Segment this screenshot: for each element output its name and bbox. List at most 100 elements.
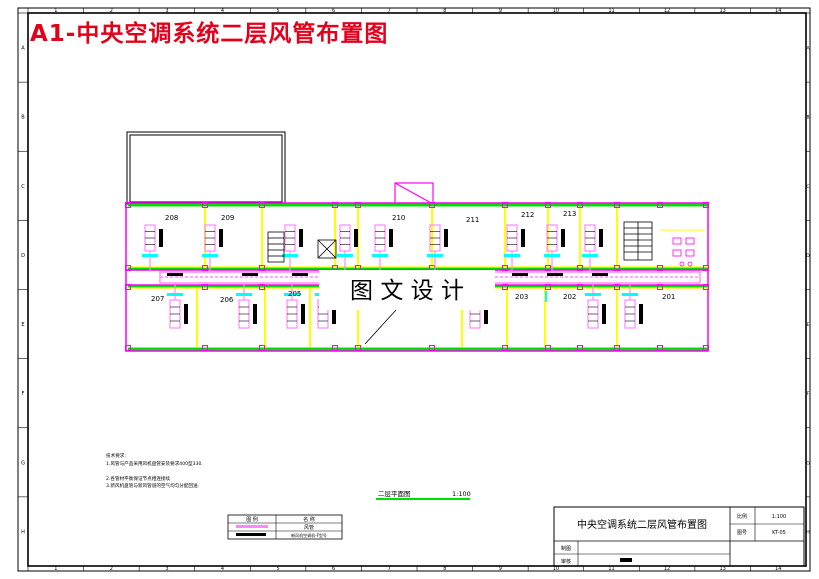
legend-header-name: 名 称 <box>303 516 315 523</box>
ruler-bottom-label: 10 <box>553 566 559 572</box>
fan-coil-unit <box>372 224 393 272</box>
ruler-bottom-label: 2 <box>110 566 113 572</box>
drawing-title: A1-中央空调系统二层风管布置图 <box>30 21 389 47</box>
ruler-bottom-label: 3 <box>165 566 168 572</box>
ruler-left-label: G <box>21 460 25 466</box>
legend-row2-name: 新风机空调机-F型号 <box>291 532 327 538</box>
ruler-top-label: 8 <box>443 8 446 14</box>
ruler-right-label: A <box>806 46 810 52</box>
ruler-bottom-label: 6 <box>332 566 335 572</box>
ruler-bottom-label: 8 <box>443 566 446 572</box>
fan-coil-unit <box>142 224 163 272</box>
ruler-top-label: 3 <box>165 8 168 14</box>
fan-coil-unit <box>236 283 257 329</box>
supply-grille <box>592 273 608 276</box>
ruler-left-label: C <box>21 184 25 190</box>
ruler-right-label: E <box>807 322 810 328</box>
legend-table: 图 例 名 称 风管 新风机空调机-F型号 <box>227 514 343 540</box>
notes-line-2: 2.各管材平衡保证节点相连接续 <box>106 475 171 482</box>
ruler-left: A B C D E F G H <box>18 12 28 535</box>
fan-coil-unit <box>582 224 603 272</box>
notes-heading: 技术要求: <box>106 452 126 459</box>
plan-scale: 1:100 <box>452 490 471 498</box>
fan-coil-unit <box>284 283 305 329</box>
legend-header-symbol: 图 例 <box>246 516 258 523</box>
title-block-checked-label: 审核 <box>561 558 571 565</box>
title-block-number-value: KT-05 <box>772 530 786 536</box>
supply-grille <box>242 273 258 276</box>
ruler-left-label: D <box>21 253 25 259</box>
ruler-right-label: B <box>806 115 809 121</box>
watermark: 图 文 设 计 <box>319 270 495 345</box>
fan-coil-unit <box>282 224 303 272</box>
stairwell-left <box>267 231 285 263</box>
ruler-right-label: C <box>806 184 809 190</box>
watermark-text: 图 文 设 计 <box>350 278 464 304</box>
room-205: 205 <box>288 290 301 298</box>
room-207: 207 <box>151 295 164 303</box>
ruler-top-label: 9 <box>499 8 502 14</box>
ruler-bottom-label: 14 <box>775 566 781 572</box>
room-209: 209 <box>221 214 234 222</box>
ruler-left-label: H <box>21 529 25 535</box>
restroom-fixtures <box>672 237 695 267</box>
ruler-top-label: 6 <box>332 8 335 14</box>
ruler-top-label: 7 <box>388 8 391 14</box>
ruler-top-label: 13 <box>719 8 725 14</box>
ruler-bottom-label: 5 <box>276 566 279 572</box>
ruler-top-label: 14 <box>775 8 781 14</box>
legend-row1-name: 风管 <box>304 524 314 531</box>
plan-caption: 二层平面图 1:100 <box>376 490 471 500</box>
title-block-drawing-name: 中央空调系统二层风管布置图 <box>577 518 707 531</box>
fan-coil-unit <box>167 283 188 329</box>
supply-grille <box>547 273 563 276</box>
ruler-left-label: F <box>22 391 25 397</box>
roof-stair-box <box>394 182 434 205</box>
room-212: 212 <box>521 211 534 219</box>
room-210: 210 <box>392 214 405 222</box>
ruler-bottom-label: 7 <box>388 566 391 572</box>
ruler-top-label: 10 <box>553 8 559 14</box>
fan-coil-unit <box>337 224 358 272</box>
ruler-bottom-label: 9 <box>499 566 502 572</box>
ruler-right-label: F <box>807 391 810 397</box>
room-202: 202 <box>563 293 576 301</box>
fan-coil-unit <box>622 283 643 329</box>
structural-columns <box>125 202 709 351</box>
supply-grille <box>512 273 528 276</box>
plan-name: 二层平面图 <box>378 490 411 498</box>
title-block: 中央空调系统二层风管布置图 比例 1:100 图号 KT-05 制图 审核 <box>553 506 805 567</box>
ruler-bottom-label: 11 <box>608 566 614 572</box>
ruler-right-label: D <box>806 253 810 259</box>
supply-grille <box>167 273 183 276</box>
notes-line-1: 1.风管与产品采用风机盘管安装要求400型330. <box>106 460 203 467</box>
fan-coil-unit <box>202 224 223 272</box>
ruler-top-label: 2 <box>110 8 113 14</box>
room-211: 211 <box>466 216 479 224</box>
ruler-left-label: A <box>21 46 25 52</box>
ruler-bottom-label: 4 <box>221 566 224 572</box>
ruler-bottom-label: 12 <box>664 566 670 572</box>
stairwell-right <box>623 221 653 261</box>
room-213: 213 <box>563 210 576 218</box>
terrace-outline <box>126 131 286 205</box>
fan-coil-unit <box>544 224 565 272</box>
title-block-scale-label: 比例 <box>737 513 747 520</box>
notes-line-3: 3.新风机盘管与新风管道的空气均匀分配回送. <box>106 482 199 489</box>
ruler-right-label: G <box>806 460 810 466</box>
title-block-drawn-label: 制图 <box>561 545 571 552</box>
ruler-top-label: 1 <box>54 8 57 14</box>
ruler-top-label: 12 <box>664 8 670 14</box>
ruler-left-label: E <box>21 322 24 328</box>
ruler-left-label: B <box>21 115 25 121</box>
technical-notes: 技术要求: 1.风管与产品采用风机盘管安装要求400型330. 2.各管材平衡保… <box>106 452 203 489</box>
fan-coil-unit <box>427 224 448 272</box>
supply-grille <box>292 273 308 276</box>
room-labels: 208 209 210 211 212 213 207 206 205 203 … <box>151 210 675 304</box>
fan-coil-units <box>142 224 643 329</box>
title-block-number-label: 图号 <box>737 530 747 536</box>
